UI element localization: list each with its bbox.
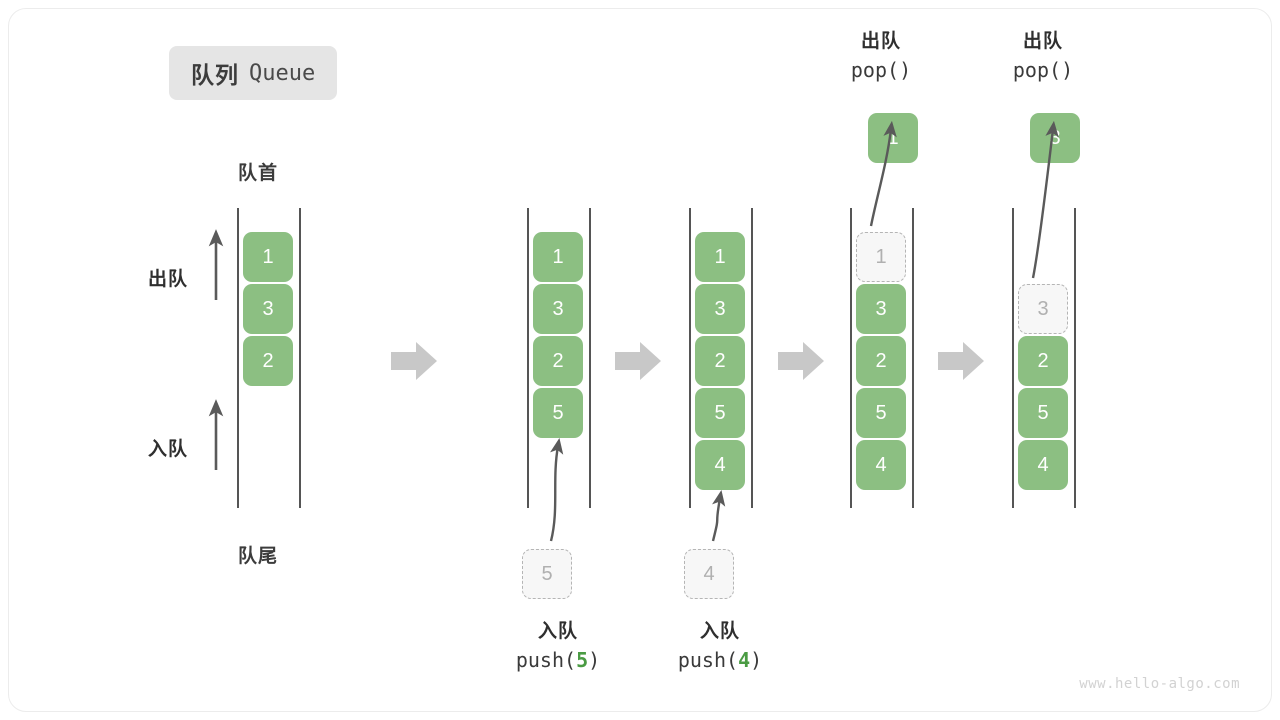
queue-rail <box>689 208 691 508</box>
operation-label-cn: 出队 <box>860 31 901 52</box>
operation-code: pop() <box>850 57 912 82</box>
push-operation-caption: 入队 push(5) <box>458 618 658 675</box>
operation-label-cn: 出队 <box>1022 31 1063 52</box>
incoming-element-ghost: 4 <box>684 549 734 599</box>
queue-element: 2 <box>243 336 293 386</box>
queue-rail <box>527 208 529 508</box>
queue-rail <box>299 208 301 508</box>
queue-element: 5 <box>856 388 906 438</box>
title-text-cn: 队列 <box>191 62 239 88</box>
queue-rail <box>237 208 239 508</box>
queue-back-label: 队尾 <box>238 546 279 567</box>
enqueue-direction-label: 入队 <box>148 439 189 460</box>
incoming-element-ghost: 5 <box>522 549 572 599</box>
queue-element: 4 <box>695 440 745 490</box>
dequeue-direction-label: 出队 <box>148 269 189 290</box>
popped-element: 1 <box>868 113 918 163</box>
queue-element: 3 <box>243 284 293 334</box>
popped-element: 3 <box>1030 113 1080 163</box>
queue-front-label: 队首 <box>238 163 279 184</box>
operation-code: push(5) <box>515 647 601 672</box>
operation-code: push(4) <box>677 647 763 672</box>
queue-element: 4 <box>1018 440 1068 490</box>
queue-rail <box>912 208 914 508</box>
queue-element: 4 <box>856 440 906 490</box>
queue-element: 2 <box>533 336 583 386</box>
queue-element: 2 <box>856 336 906 386</box>
queue-rail <box>1012 208 1014 508</box>
operation-code: pop() <box>1012 57 1074 82</box>
diagram-card <box>8 8 1272 712</box>
queue-rail <box>1074 208 1076 508</box>
queue-element: 1 <box>533 232 583 282</box>
queue-rail <box>751 208 753 508</box>
push-operation-caption: 入队 push(4) <box>620 618 820 675</box>
queue-element: 1 <box>695 232 745 282</box>
queue-rail <box>589 208 591 508</box>
queue-element: 5 <box>695 388 745 438</box>
operation-argument: 4 <box>738 647 751 672</box>
queue-element: 5 <box>533 388 583 438</box>
queue-element: 2 <box>695 336 745 386</box>
queue-element: 1 <box>243 232 293 282</box>
queue-element: 3 <box>533 284 583 334</box>
queue-ghost-element: 3 <box>1018 284 1068 334</box>
pop-operation-caption: 出队 pop() <box>943 28 1143 85</box>
queue-rail <box>850 208 852 508</box>
queue-element: 2 <box>1018 336 1068 386</box>
operation-label-cn: 入队 <box>699 621 740 642</box>
operation-label-cn: 入队 <box>537 621 578 642</box>
operation-argument: 5 <box>576 647 589 672</box>
queue-element: 5 <box>1018 388 1068 438</box>
queue-ghost-element: 1 <box>856 232 906 282</box>
site-watermark: www.hello-algo.com <box>1079 676 1240 692</box>
diagram-title-badge: 队列 Queue <box>169 46 338 100</box>
queue-element: 3 <box>856 284 906 334</box>
queue-element: 3 <box>695 284 745 334</box>
pop-operation-caption: 出队 pop() <box>781 28 981 85</box>
title-text-en: Queue <box>249 60 316 86</box>
